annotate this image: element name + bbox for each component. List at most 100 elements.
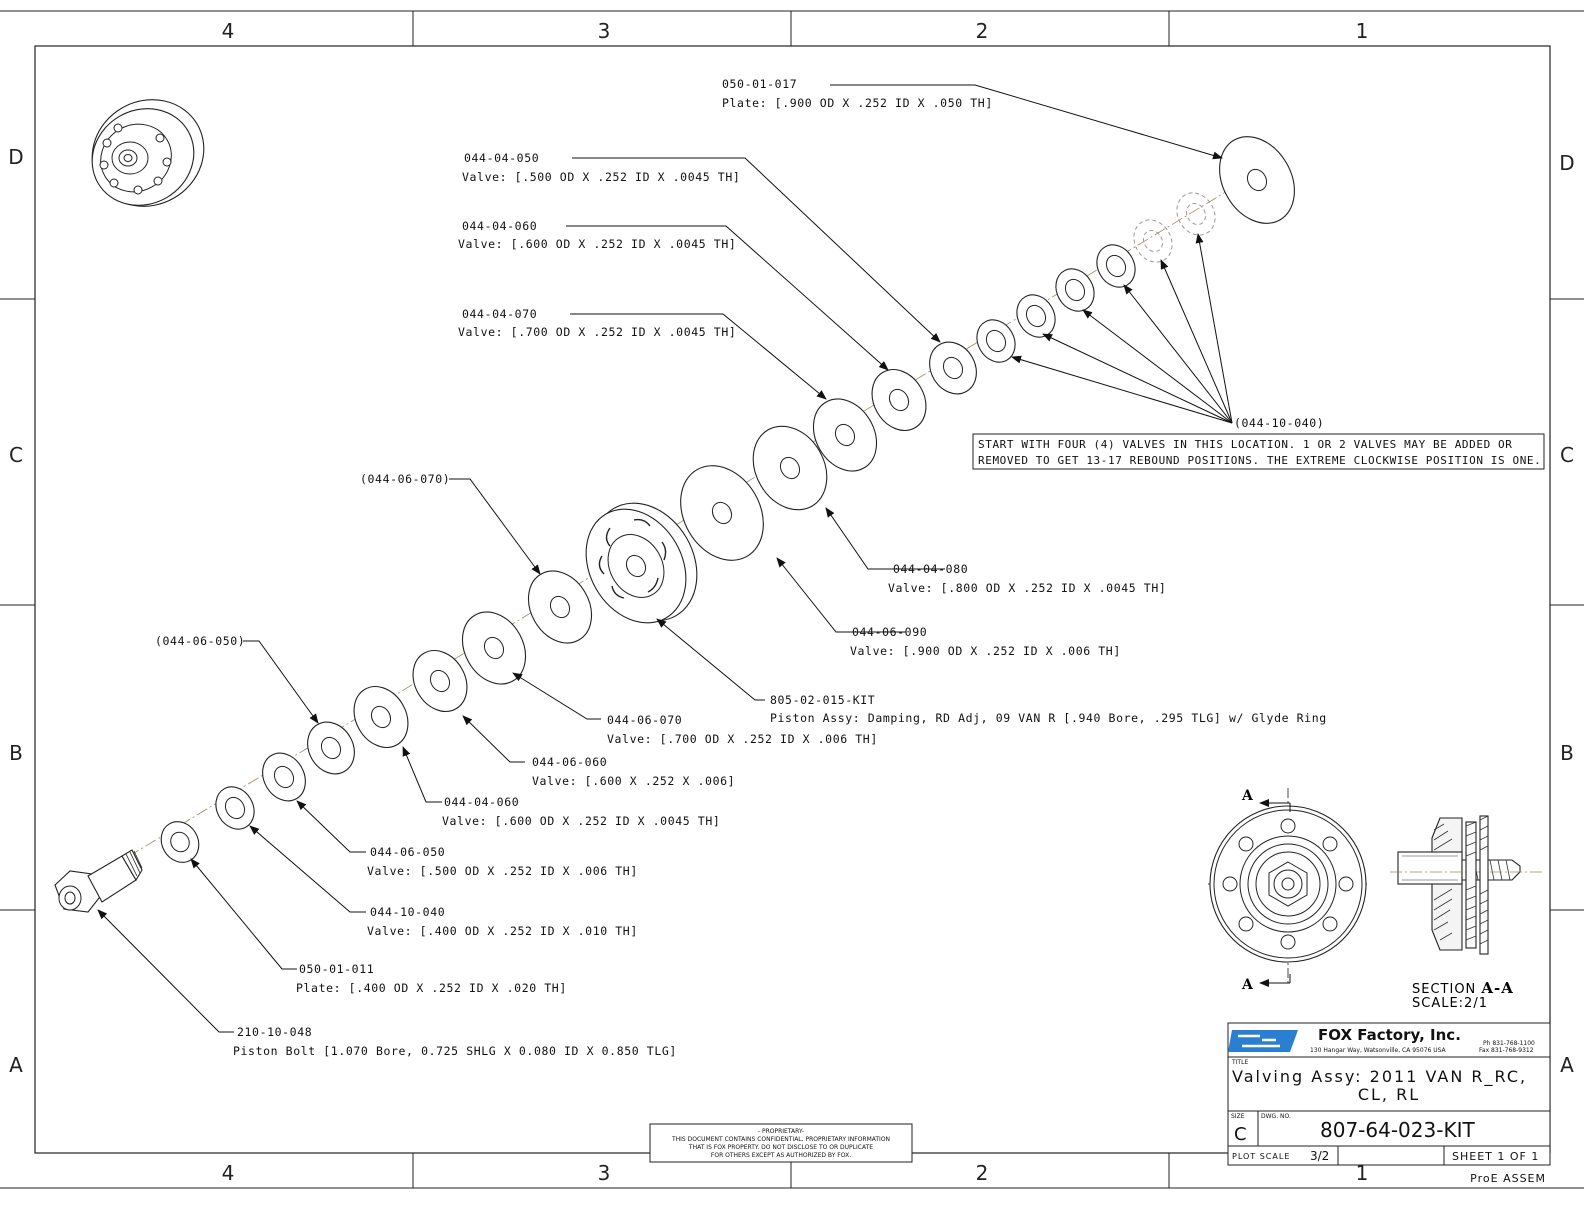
washer-044-04-050 xyxy=(929,341,977,395)
dwg-no-label: DWG. NO. xyxy=(1261,1113,1291,1120)
size-label: SIZE xyxy=(1231,1113,1245,1120)
callout-pn: 050-01-017 xyxy=(722,77,797,91)
washer-044-04-080 xyxy=(752,425,828,511)
washer-044-06-070b xyxy=(527,570,593,644)
callout-pn: 044-04-070 xyxy=(462,307,537,321)
washer-optional-1 xyxy=(1133,219,1173,263)
zone-row-left: B xyxy=(9,741,23,765)
proprietary-line-1: - PROPRIETARY- xyxy=(758,1128,804,1135)
washer-044-10-040 xyxy=(215,786,255,830)
company-phone: Ph 831-768-1100 xyxy=(1483,1040,1535,1047)
company-fax: Fax 831-768-9312 xyxy=(1479,1047,1534,1054)
company-address: 130 Hangar Way, Watsonville, CA 95076 US… xyxy=(1310,1047,1447,1054)
washer-044-06-060 xyxy=(412,650,468,712)
zone-row-right: D xyxy=(1559,151,1574,175)
company-name: FOX Factory, Inc. xyxy=(1318,1026,1461,1044)
section-side-view xyxy=(1390,815,1542,955)
callout-desc: Valve: [.600 X .252 X .006] xyxy=(532,774,735,788)
zone-row-right: C xyxy=(1560,443,1574,467)
proprietary-line-3: THAT IS FOX PROPERTY. DO NOT DISCLOSE TO… xyxy=(688,1144,873,1151)
callout-desc: Valve: [.500 OD X .252 ID X .006 TH] xyxy=(367,864,638,878)
callout-desc: Valve: [.500 OD X .252 ID X .0045 TH] xyxy=(462,170,740,184)
callout-desc: Valve: [.400 OD X .252 ID X .010 TH] xyxy=(367,924,638,938)
callout-desc: Valve: [.900 OD X .252 ID X .006 TH] xyxy=(850,644,1121,658)
section-scale: SCALE:2/1 xyxy=(1412,996,1488,1011)
proprietary-line-4: FOR OTHERS EXCEPT AS AUTHORIZED BY FOX. xyxy=(711,1152,851,1159)
callout-desc: Plate: [.400 OD X .252 ID X .020 TH] xyxy=(296,981,567,995)
title-block: FOX Factory, Inc. 130 Hangar Way, Watson… xyxy=(1227,1022,1551,1185)
callout-pn: 050-01-011 xyxy=(299,962,374,976)
washer-044-10-040-2 xyxy=(1016,294,1056,338)
washer-050-01-011 xyxy=(160,821,200,863)
plate-050-01-017 xyxy=(1219,136,1295,224)
callout-labels: 050-01-017 Plate: [.900 OD X .252 ID X .… xyxy=(155,77,1327,1058)
zone-col-top: 4 xyxy=(222,19,235,43)
zone-col-top: 3 xyxy=(598,19,611,43)
zone-col-top: 1 xyxy=(1356,19,1369,43)
zone-col-bottom: 4 xyxy=(222,1161,235,1185)
washer-044-10-040-4 xyxy=(1096,244,1136,288)
exploded-parts xyxy=(54,136,1295,913)
washer-044-06-050 xyxy=(262,752,306,802)
section-views: A A SECTION A-A SCALE:2/1 xyxy=(1208,788,1542,1011)
washer-044-06-090 xyxy=(680,465,764,561)
callout-desc: Valve: [.600 OD X .252 ID X .0045 TH] xyxy=(442,814,720,828)
zone-col-top: 2 xyxy=(976,19,989,43)
section-title-bold: A-A xyxy=(1480,979,1514,997)
callout-pn: 044-06-090 xyxy=(852,625,927,639)
sheet-number: SHEET 1 OF 1 xyxy=(1452,1150,1539,1163)
callout-pn: 044-06-070 xyxy=(607,713,682,727)
washer-044-10-040-1 xyxy=(976,319,1016,363)
proprietary-line-2: THIS DOCUMENT CONTAINS CONFIDENTIAL, PRO… xyxy=(671,1136,890,1143)
callout-pn: (044-06-070) xyxy=(360,472,450,486)
zone-labels: 4 3 2 1 4 3 2 1 D C B A D C B A xyxy=(8,19,1574,1185)
callout-pn: 044-06-050 xyxy=(370,845,445,859)
callout-pn: 044-04-050 xyxy=(464,151,539,165)
callout-pn: (044-06-050) xyxy=(155,634,245,648)
leader-lines xyxy=(97,84,1233,1033)
callout-pn: 210-10-048 xyxy=(237,1025,312,1039)
assembled-view-icon xyxy=(91,99,205,207)
fox-logo xyxy=(1228,1030,1298,1052)
section-marker-bottom: A xyxy=(1241,977,1254,993)
zone-col-bottom: 3 xyxy=(598,1161,611,1185)
zone-row-right: A xyxy=(1560,1053,1574,1077)
section-marker-top: A xyxy=(1241,788,1254,804)
sheet-border xyxy=(0,10,1584,1189)
callout-desc: Valve: [.700 OD X .252 ID X .006 TH] xyxy=(607,732,878,746)
plot-scale-label: PLOT SCALE xyxy=(1232,1152,1290,1161)
callout-desc: Piston Assy: Damping, RD Adj, 09 VAN R [… xyxy=(770,711,1327,725)
washer-044-06-050b xyxy=(307,721,355,775)
proprietary-box: - PROPRIETARY- THIS DOCUMENT CONTAINS CO… xyxy=(649,1123,913,1163)
callout-pn: 044-10-040 xyxy=(370,905,445,919)
washer-044-04-070 xyxy=(812,398,878,472)
callout-pn: 044-06-060 xyxy=(532,755,607,769)
washer-optional-2 xyxy=(1176,192,1216,236)
zone-row-left: A xyxy=(9,1053,23,1077)
callout-pn: 044-04-060 xyxy=(444,795,519,809)
dwg-no-value: 807-64-023-KIT xyxy=(1320,1118,1475,1142)
zone-col-bottom: 2 xyxy=(976,1161,989,1185)
washer-044-10-040-3 xyxy=(1055,268,1095,312)
callout-desc: Plate: [.900 OD X .252 ID X .050 TH] xyxy=(722,96,993,110)
washer-044-04-060 xyxy=(353,686,409,748)
callout-pn: 044-04-060 xyxy=(462,219,537,233)
plot-scale-value: 3/2 xyxy=(1310,1149,1329,1163)
zone-row-left: D xyxy=(8,145,23,169)
zone-row-right: B xyxy=(1560,741,1574,765)
callout-desc: Valve: [.800 OD X .252 ID X .0045 TH] xyxy=(888,581,1166,595)
title-line-2: CL, RL xyxy=(1358,1085,1420,1104)
piston-assy-shape xyxy=(585,502,698,624)
piston-bolt-shape xyxy=(54,849,143,913)
drawing-origin: ProE ASSEM xyxy=(1470,1172,1546,1185)
note-line-1: START WITH FOUR (4) VALVES IN THIS LOCAT… xyxy=(978,438,1512,451)
note-line-2: REMOVED TO GET 13-17 REBOUND POSITIONS. … xyxy=(978,454,1541,467)
callout-pn: (044-10-040) xyxy=(1234,416,1324,430)
zone-col-bottom: 1 xyxy=(1356,1161,1369,1185)
washer-044-04-060b xyxy=(871,369,927,431)
callout-desc: Valve: [.600 OD X .252 ID X .0045 TH] xyxy=(458,237,736,251)
zone-row-left: C xyxy=(9,443,23,467)
callout-desc: Valve: [.700 OD X .252 ID X .0045 TH] xyxy=(458,325,736,339)
washer-044-06-070 xyxy=(461,611,527,685)
